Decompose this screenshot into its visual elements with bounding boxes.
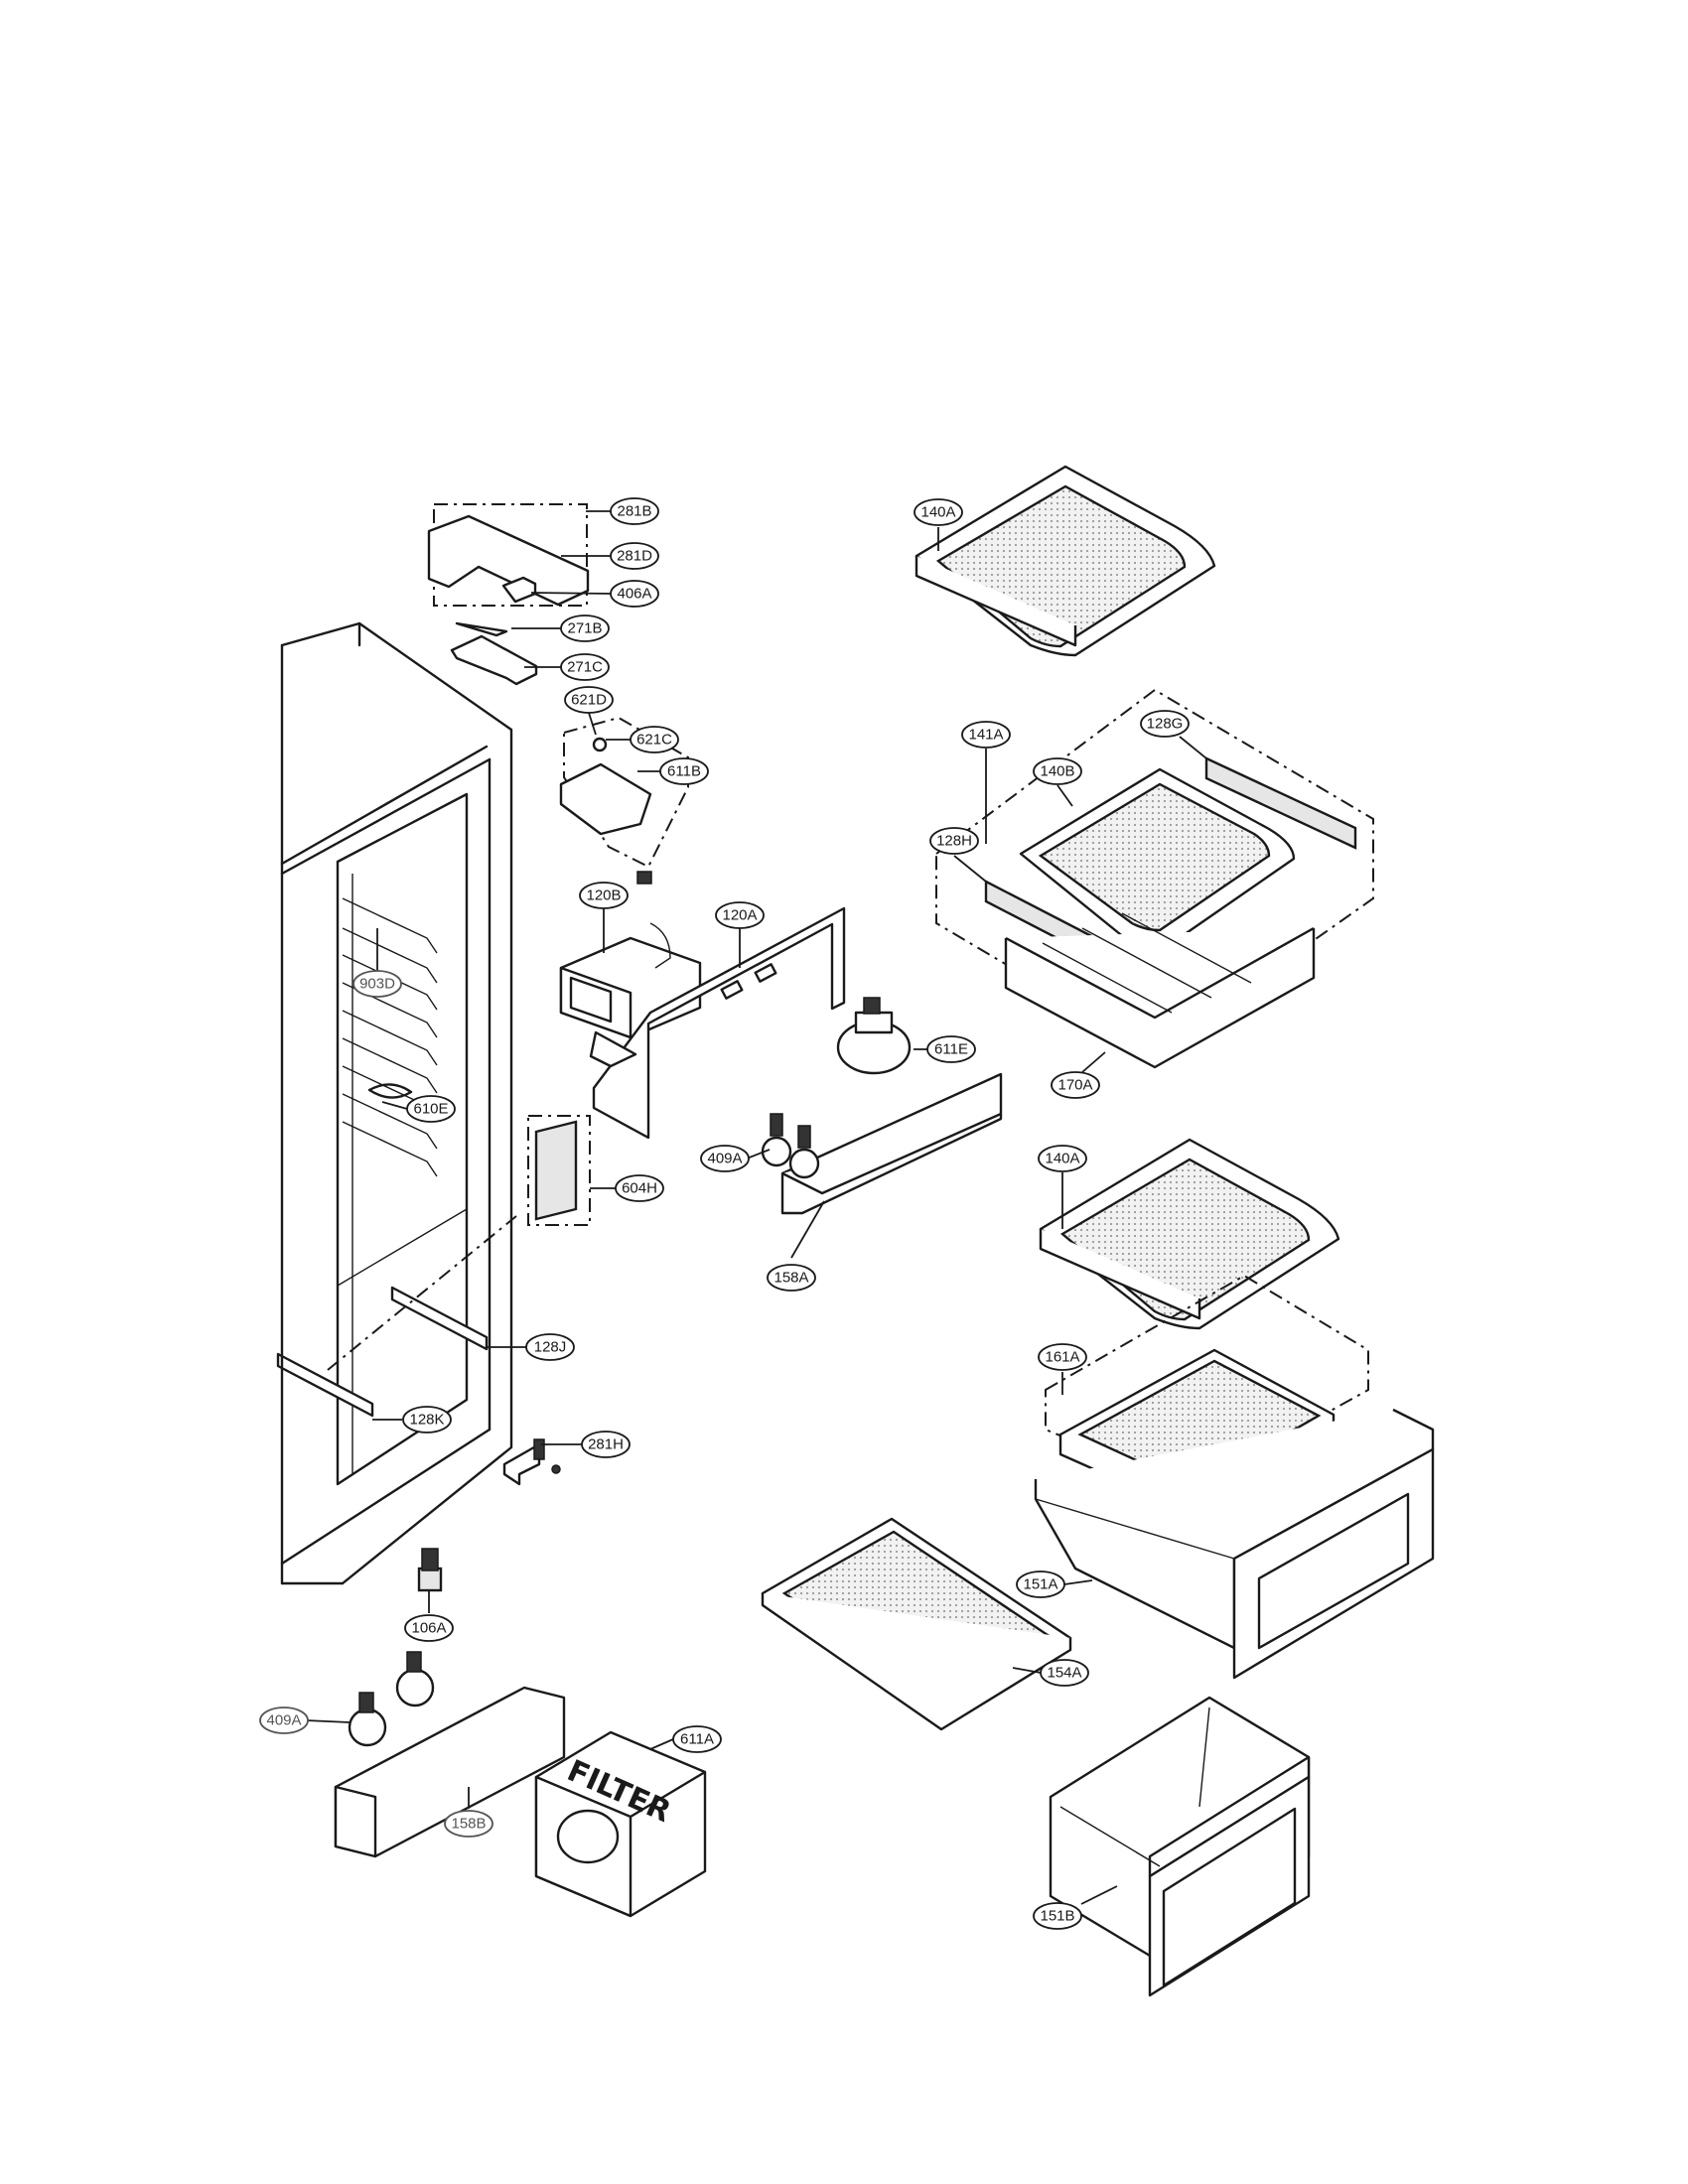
lamp-housing: [761, 997, 1003, 1215]
part-callouts: 140A 141A 128G 140B 128H 170A 140A 161A …: [259, 497, 1190, 1930]
svg-text:128K: 128K: [409, 1412, 444, 1429]
callout-610e[interactable]: 610E: [406, 1095, 456, 1123]
snack-pan: [1004, 912, 1316, 1069]
shelf-assembly-141A: [935, 688, 1374, 1054]
svg-text:170A: 170A: [1057, 1077, 1092, 1094]
lower-left-parts: FILTER: [334, 1651, 707, 1918]
svg-text:611E: 611E: [934, 1041, 968, 1058]
callout-281b[interactable]: 281B: [610, 497, 659, 525]
callout-120b[interactable]: 120B: [579, 882, 629, 909]
callout-120a[interactable]: 120A: [715, 901, 765, 929]
svg-text:128G: 128G: [1147, 716, 1184, 733]
svg-text:106A: 106A: [411, 1620, 446, 1637]
callout-154a[interactable]: 154A: [1040, 1659, 1089, 1687]
callout-409a-middle[interactable]: 409A: [700, 1145, 750, 1172]
hinge-assembly: [427, 503, 590, 686]
svg-text:406A: 406A: [617, 586, 651, 603]
svg-text:154A: 154A: [1047, 1665, 1081, 1682]
svg-text:140A: 140A: [920, 504, 955, 521]
lower-hinge-and-leg: [417, 1438, 561, 1592]
svg-text:151A: 151A: [1023, 1576, 1057, 1593]
callout-611e[interactable]: 611E: [926, 1035, 976, 1063]
svg-text:120B: 120B: [586, 887, 621, 904]
callout-281d[interactable]: 281D: [610, 542, 659, 570]
svg-text:271B: 271B: [567, 620, 602, 637]
callout-158a[interactable]: 158A: [767, 1264, 816, 1292]
svg-text:281D: 281D: [617, 548, 652, 565]
callout-151b[interactable]: 151B: [1033, 1902, 1082, 1930]
callout-611a[interactable]: 611A: [672, 1725, 722, 1753]
svg-text:281H: 281H: [588, 1436, 624, 1453]
callout-128k[interactable]: 128K: [402, 1406, 452, 1433]
callout-128g[interactable]: 128G: [1140, 710, 1190, 738]
top-shelf: [914, 465, 1216, 657]
svg-text:120A: 120A: [722, 907, 757, 924]
middle-shelf: [1039, 1138, 1340, 1330]
callout-140b[interactable]: 140B: [1033, 757, 1082, 785]
callout-128j[interactable]: 128J: [525, 1333, 575, 1361]
svg-text:610E: 610E: [413, 1101, 448, 1118]
callout-158b[interactable]: 158B: [444, 1810, 493, 1838]
svg-text:158B: 158B: [451, 1816, 486, 1833]
svg-text:141A: 141A: [968, 727, 1003, 744]
svg-text:140B: 140B: [1040, 763, 1074, 780]
svg-text:271C: 271C: [567, 659, 603, 676]
svg-text:140A: 140A: [1045, 1151, 1079, 1167]
callout-281h[interactable]: 281H: [581, 1431, 631, 1458]
callout-161a[interactable]: 161A: [1038, 1343, 1087, 1371]
callout-903d[interactable]: 903D: [352, 970, 402, 998]
damper-and-duct: [559, 871, 846, 1140]
svg-text:621D: 621D: [571, 692, 607, 709]
svg-text:611B: 611B: [667, 763, 701, 780]
svg-text:281B: 281B: [617, 503, 651, 520]
svg-text:128H: 128H: [936, 833, 972, 850]
bottom-drawer: [1049, 1696, 1311, 1997]
callout-271b[interactable]: 271B: [560, 614, 610, 642]
callout-604h[interactable]: 604H: [615, 1174, 664, 1202]
svg-text:604H: 604H: [622, 1180, 657, 1197]
refrigerator-cabinet: [276, 621, 517, 1585]
svg-text:611A: 611A: [680, 1731, 714, 1748]
callout-141a[interactable]: 141A: [961, 721, 1011, 749]
callout-151a[interactable]: 151A: [1016, 1570, 1065, 1598]
callout-611b[interactable]: 611B: [659, 757, 709, 785]
air-cover: [527, 1115, 591, 1226]
crisper-shelf-154A: [761, 1517, 1072, 1731]
svg-text:409A: 409A: [707, 1151, 742, 1167]
callout-621c[interactable]: 621C: [630, 726, 679, 753]
callout-170a[interactable]: 170A: [1051, 1071, 1100, 1099]
svg-text:151B: 151B: [1040, 1908, 1074, 1925]
callout-406a[interactable]: 406A: [610, 580, 659, 608]
callout-140a-top[interactable]: 140A: [914, 498, 963, 526]
svg-text:903D: 903D: [359, 976, 395, 993]
callout-621d[interactable]: 621D: [564, 686, 614, 714]
leader-lines: [305, 510, 1207, 1905]
callout-106a[interactable]: 106A: [404, 1614, 454, 1642]
svg-text:409A: 409A: [266, 1712, 301, 1729]
svg-text:621C: 621C: [636, 732, 672, 749]
svg-text:128J: 128J: [534, 1339, 567, 1356]
svg-text:161A: 161A: [1045, 1349, 1079, 1366]
callout-128h[interactable]: 128H: [929, 827, 979, 855]
vegetable-drawer: [1034, 1408, 1435, 1680]
callout-271c[interactable]: 271C: [560, 653, 610, 681]
callout-140a-middle[interactable]: 140A: [1038, 1145, 1087, 1172]
filter-head: [559, 716, 689, 869]
callout-409a-lower[interactable]: 409A: [259, 1706, 309, 1734]
svg-text:158A: 158A: [774, 1270, 808, 1287]
